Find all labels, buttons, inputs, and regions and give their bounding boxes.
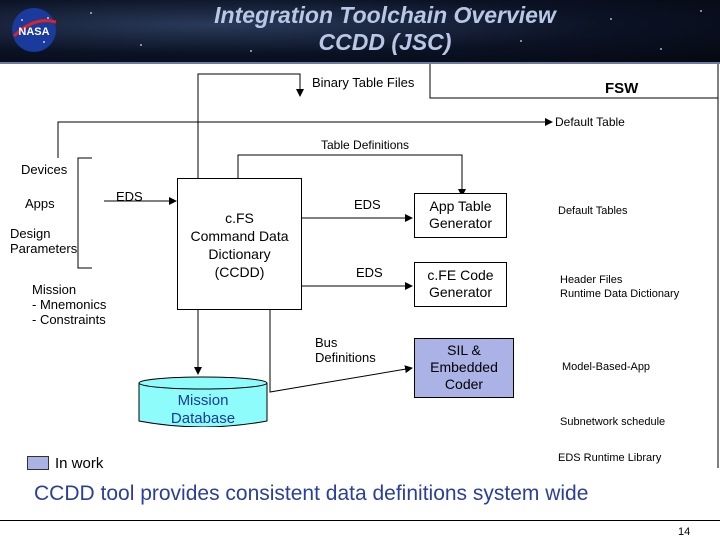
table-definitions-label: Table Definitions (321, 138, 410, 152)
header-files-label: Header Files (560, 274, 623, 286)
ccdd-label: c.FS Command Data Dictionary (CCDD) (190, 210, 289, 280)
eds-runtime-library-label: EDS Runtime Library (558, 452, 662, 464)
eds-left-label: EDS (116, 189, 143, 204)
devices-label: Devices (21, 162, 68, 177)
title-line-1: Integration Toolchain Overview (214, 2, 556, 28)
binary-table-files-line (197, 73, 304, 178)
default-table-line (57, 118, 553, 158)
default-table-label: Default Table (555, 115, 625, 129)
fsw-boundary (429, 64, 718, 99)
apps-label: Apps (25, 196, 55, 211)
mission-requirements-label: Mission - Mnemonics - Constraints (32, 282, 107, 327)
eds-top-label: EDS (354, 197, 381, 212)
cfe-code-generator-label: c.FE Code Generator (427, 267, 494, 300)
ccdd-box (177, 178, 302, 310)
bus-definitions-line (269, 310, 413, 393)
nasa-logo-icon: NASA (12, 8, 57, 52)
bus-definitions-label: Bus Definitions (315, 335, 376, 365)
subnetwork-schedule-label: Subnetwork schedule (560, 416, 666, 428)
page-number: 14 (678, 526, 691, 538)
cfe-code-generator-box (414, 262, 507, 307)
eds-mid-label: EDS (356, 265, 383, 280)
binary-table-files-label: Binary Table Files (312, 75, 415, 90)
in-work-legend-swatch (27, 456, 49, 470)
app-table-generator-box (414, 193, 507, 238)
in-work-legend-label: In work (55, 455, 104, 472)
model-based-app-label: Model-Based-App (562, 361, 651, 373)
svg-text:NASA: NASA (18, 26, 49, 38)
mission-database-label: Mission Database (170, 392, 236, 427)
footer-divider (0, 520, 720, 521)
title-line-2: CCDD (JSC) (318, 29, 452, 55)
app-table-generator-label: App Table Generator (428, 198, 493, 231)
sil-embedded-coder-box (414, 338, 514, 398)
runtime-data-dictionary-label: Runtime Data Dictionary (560, 288, 680, 300)
table-definitions-line (237, 154, 466, 197)
devices-bracket (77, 157, 92, 269)
design-parameters-label: Design Parameters (10, 226, 78, 256)
fsw-label: FSW (605, 80, 639, 97)
sil-embedded-coder-label: SIL & Embedded Coder (430, 342, 498, 392)
slide-header: NASA Integration Toolchain Overview CCDD… (0, 0, 720, 62)
slide-title: Integration Toolchain Overview CCDD (JSC… (0, 2, 720, 56)
mission-database-cylinder (138, 376, 268, 427)
default-tables-label: Default Tables (558, 205, 628, 217)
header-divider (0, 62, 720, 64)
footer-statement: CCDD tool provides consistent data defin… (34, 482, 589, 505)
